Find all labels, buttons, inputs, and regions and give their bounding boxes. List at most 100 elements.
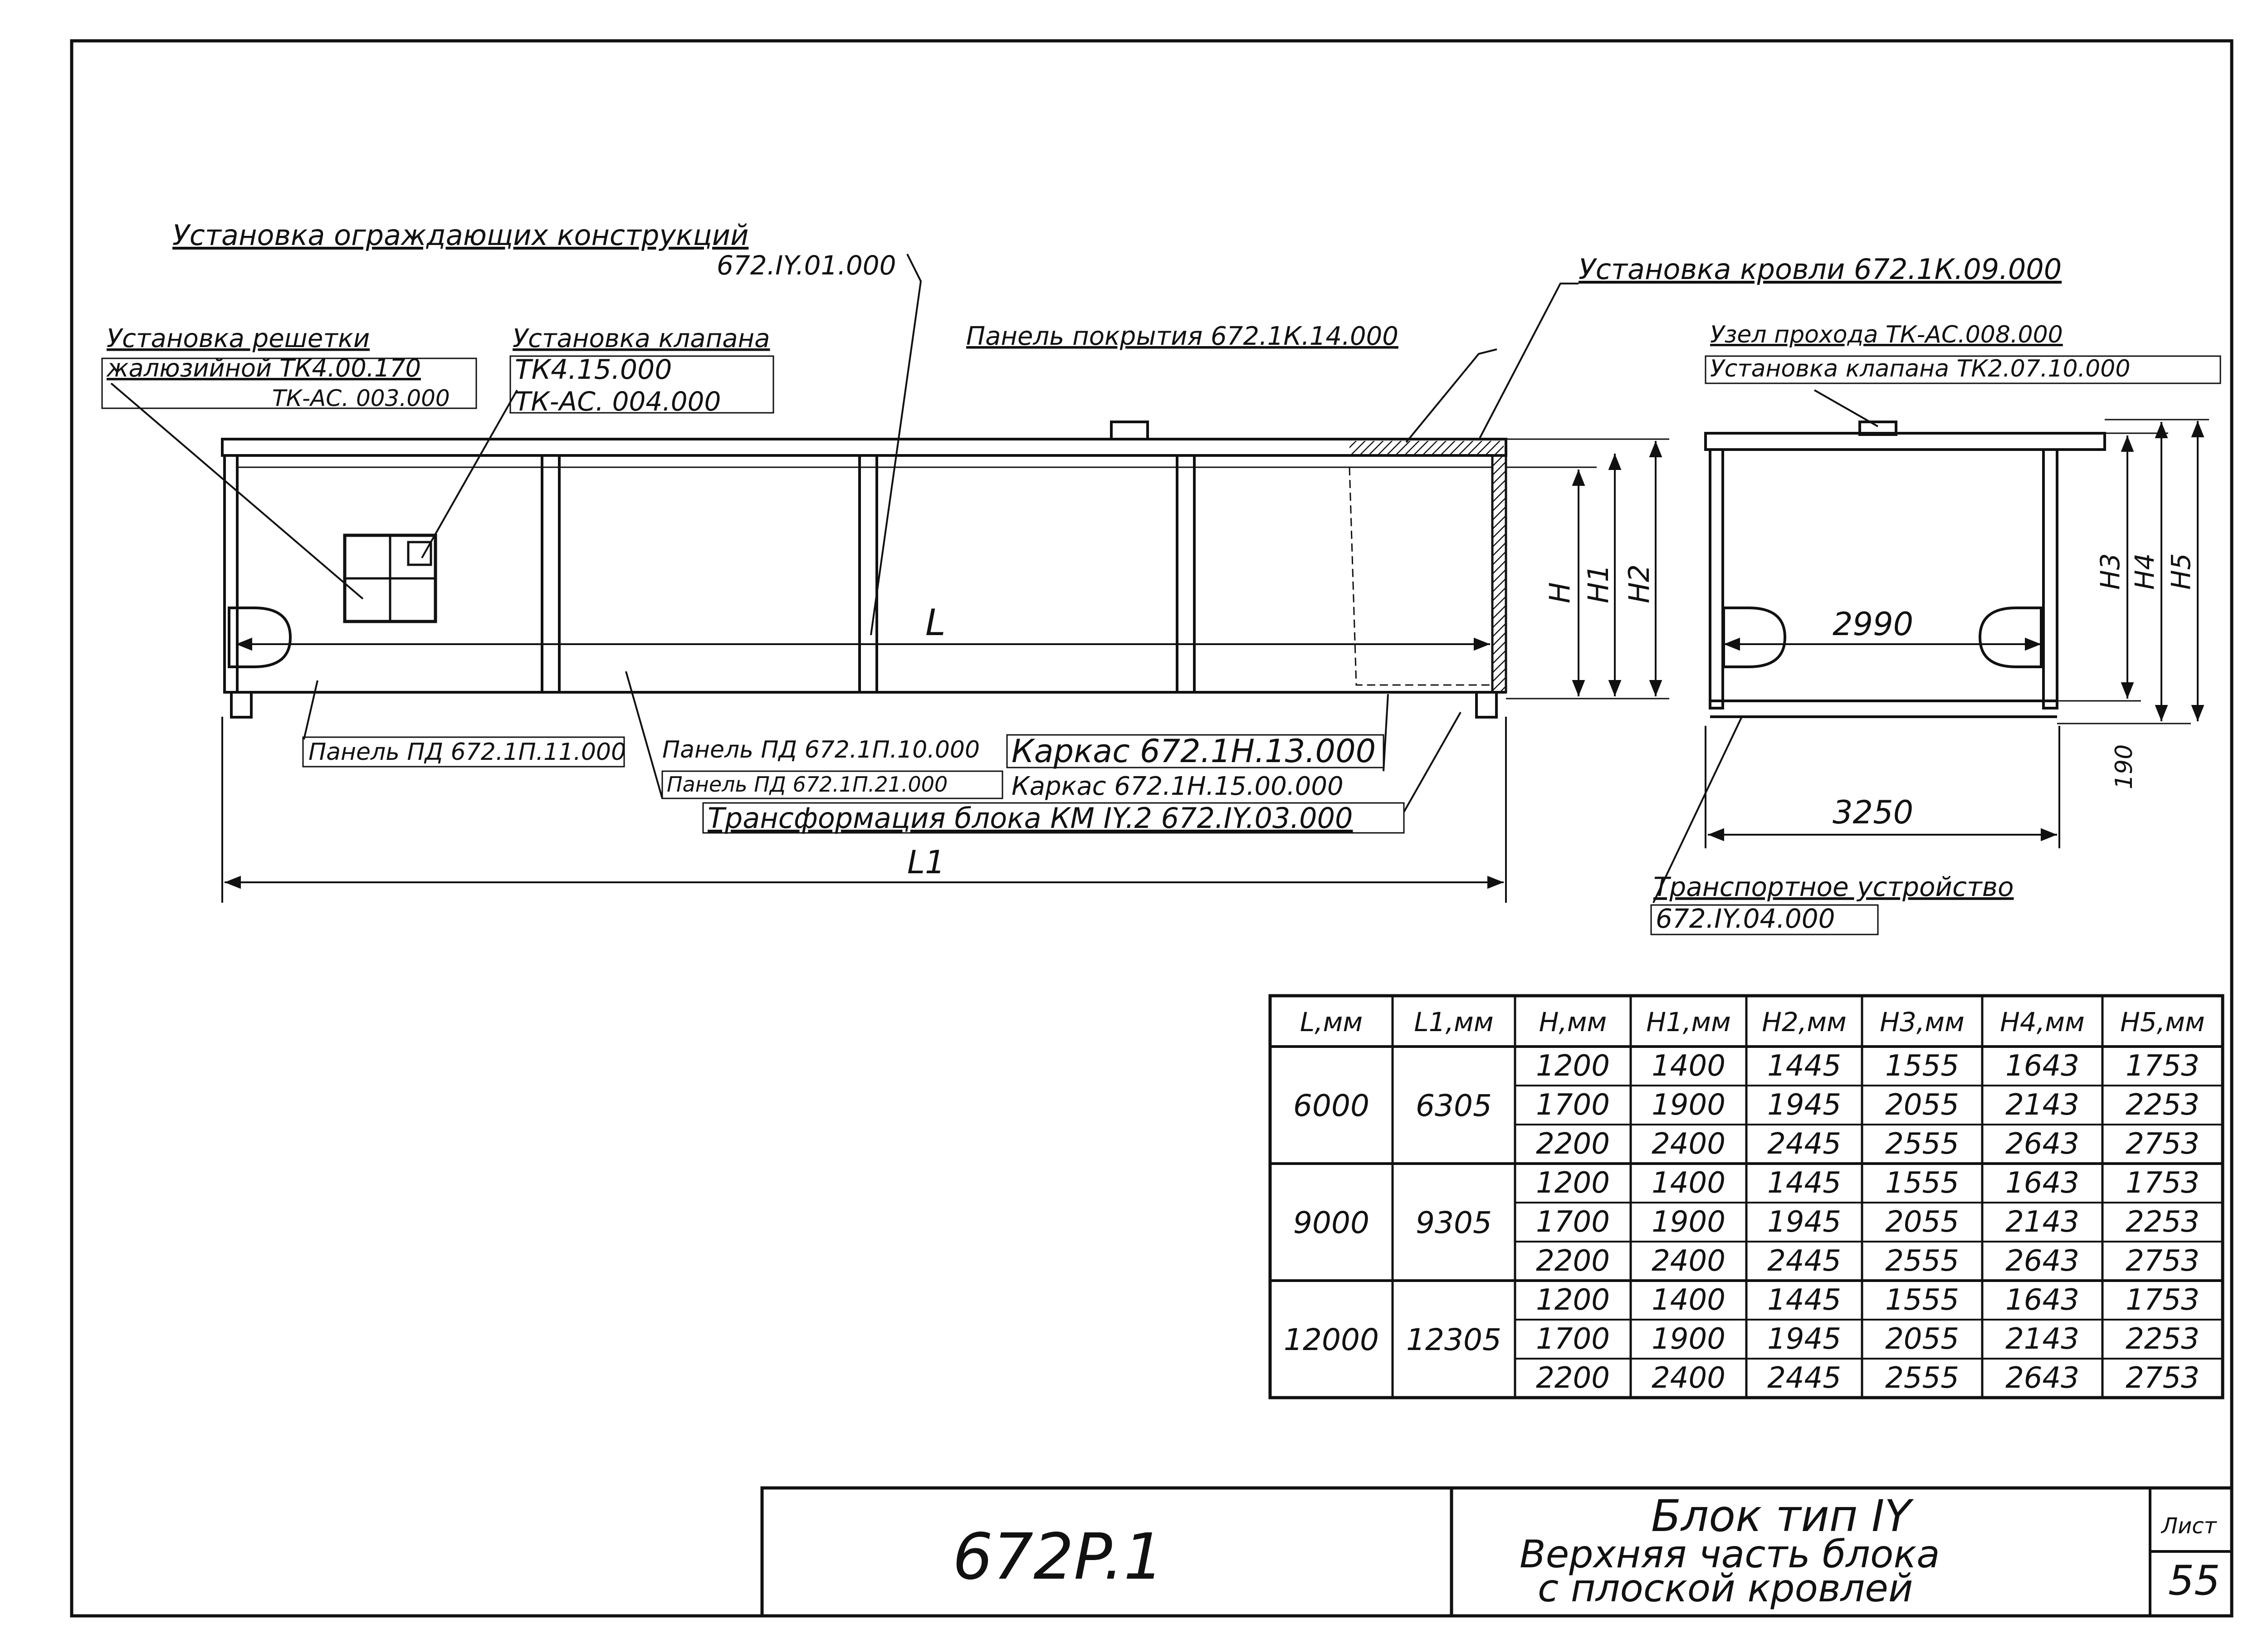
callout-panel-pd1: Панель ПД 672.1П.11.000 xyxy=(308,739,626,766)
title-block: 672P.1 Блок тип IY Верхняя часть блока с… xyxy=(760,1486,2234,1618)
table-cell: 2055 xyxy=(1885,1322,1959,1356)
dim-label-H2: H2 xyxy=(1623,564,1656,603)
table-cell: 2753 xyxy=(2126,1361,2200,1395)
valve-box xyxy=(407,541,432,566)
callout-roof: Установка кровли 672.1К.09.000 xyxy=(1579,253,2062,286)
side-roof-slab xyxy=(1704,432,2106,451)
callout-valve2-frame xyxy=(1705,355,2221,384)
table-cell: 1200 xyxy=(1536,1166,1610,1200)
callout-transform-frame xyxy=(702,802,1405,834)
table-cell: 2400 xyxy=(1652,1361,1725,1395)
table-cell: 1945 xyxy=(1767,1088,1841,1122)
leader-panel-pd1 xyxy=(303,680,318,740)
leader-cover-panel xyxy=(1405,348,1497,443)
table-cell: 1200 xyxy=(1536,1283,1610,1317)
table-cell: 2555 xyxy=(1885,1244,1959,1278)
leader-transport xyxy=(1652,716,1743,903)
callout-panel-pd1-frame xyxy=(302,736,625,768)
table-cell: 1400 xyxy=(1652,1166,1725,1200)
table-cell: 1445 xyxy=(1767,1166,1841,1200)
callout-transport-title: Транспортное устройство xyxy=(1653,871,2014,902)
table-cell-L: 9000 xyxy=(1293,1205,1369,1240)
table-cell: 1555 xyxy=(1885,1283,1959,1317)
table-cell: 2643 xyxy=(2005,1361,2079,1395)
callout-transform: Трансформация блока КМ IY.2 672.IY.03.00… xyxy=(708,802,1353,835)
table-cell: 1643 xyxy=(2005,1283,2079,1317)
leader-valve xyxy=(421,390,518,558)
table-cell-L1: 12305 xyxy=(1406,1322,1501,1357)
table-cell: 1700 xyxy=(1536,1088,1610,1122)
callout-valve-title2: ТК4.15.000 xyxy=(515,354,672,386)
table-cell: 1200 xyxy=(1536,1049,1610,1083)
table-cell: 1700 xyxy=(1536,1205,1610,1239)
side-post-left xyxy=(1709,448,1724,709)
table-cell: 1400 xyxy=(1652,1283,1725,1317)
table-cell: 2643 xyxy=(2005,1244,2079,1278)
callout-frame1-frame xyxy=(1006,734,1384,768)
table-cell: 1900 xyxy=(1652,1322,1725,1356)
table-cell: 2445 xyxy=(1767,1127,1841,1161)
title-line-1: Блок тип IY xyxy=(1651,1491,1914,1541)
end-panel-outline xyxy=(1349,467,1492,686)
post-2 xyxy=(541,454,561,694)
callout-valve-title: Установка клапана xyxy=(513,324,770,353)
dim-label-H4: H4 xyxy=(2129,553,2160,590)
table-cell: 1555 xyxy=(1885,1166,1959,1200)
table-cell: 2643 xyxy=(2005,1127,2079,1161)
foot-left xyxy=(230,691,253,719)
table-header-cell: H3,мм xyxy=(1880,1007,1964,1037)
table-cell: 2253 xyxy=(2126,1088,2200,1122)
table-cell: 1643 xyxy=(2005,1166,2079,1200)
table-header-cell: L,мм xyxy=(1300,1007,1363,1037)
table-cell-L: 12000 xyxy=(1284,1322,1379,1357)
dim-label-H1: H1 xyxy=(1582,564,1615,603)
table-cell: 2055 xyxy=(1885,1088,1959,1122)
lifting-lug-front xyxy=(228,607,292,668)
callout-valve-code: ТК-АС. 004.000 xyxy=(515,386,721,417)
table-cell: 2555 xyxy=(1885,1127,1959,1161)
title-line-2: Верхняя часть блока xyxy=(1520,1532,1940,1576)
callout-panel-pd3-frame xyxy=(661,770,1003,799)
leader-frame xyxy=(1383,694,1389,772)
roof-edge-hatch xyxy=(1349,441,1504,455)
leader-roof xyxy=(1478,283,1579,440)
dim-label-H: H xyxy=(1543,582,1576,603)
callout-panel-pd2: Панель ПД 672.1П.10.000 xyxy=(662,736,980,763)
table-cell: 2753 xyxy=(2126,1244,2200,1278)
lifting-lug-side-right xyxy=(1978,607,2043,668)
designation: 672P.1 xyxy=(953,1520,1164,1594)
table-cell: 1445 xyxy=(1767,1283,1841,1317)
table-cell: 1753 xyxy=(2126,1166,2200,1200)
callout-valve-frame xyxy=(509,355,774,414)
callout-frame2: Каркас 672.1Н.15.00.000 xyxy=(1012,772,1344,801)
callout-transport-code: 672.IY.04.000 xyxy=(1656,903,1835,934)
dim-label-outer-width: 3250 xyxy=(1833,794,1913,831)
roof-slab xyxy=(221,438,1507,457)
table-header-cell: H1,мм xyxy=(1646,1007,1730,1037)
table-cell: 2200 xyxy=(1536,1361,1610,1395)
side-roof-hatch xyxy=(1858,421,1897,436)
post-3 xyxy=(858,454,878,694)
callout-grille-frame xyxy=(101,357,477,409)
table-cell: 1900 xyxy=(1652,1088,1725,1122)
dim-label-L1: L1 xyxy=(907,844,945,881)
sheet-number: 55 xyxy=(2168,1557,2220,1605)
table-cell: 1400 xyxy=(1652,1049,1725,1083)
post-4 xyxy=(1176,454,1196,694)
side-view: 2990 3250 190 H3 H4 H5 xyxy=(1704,419,2209,848)
table-cell: 2143 xyxy=(2005,1322,2079,1356)
table-cell: 2143 xyxy=(2005,1205,2079,1239)
table-cell-L1: 9305 xyxy=(1416,1205,1492,1240)
callout-pass-node: Узел прохода ТК-АС.008.000 xyxy=(1710,321,2063,348)
dim-label-H5: H5 xyxy=(2165,553,2196,590)
side-post-right xyxy=(2042,448,2058,709)
callout-enclosure-code: 672.IY.01.000 xyxy=(717,250,896,281)
table-cell: 2143 xyxy=(2005,1088,2079,1122)
callout-enclosure-title: Установка ограждающих конструкций xyxy=(172,219,748,252)
callout-grille-title: Установка решетки xyxy=(107,324,370,353)
table-cell: 2445 xyxy=(1767,1244,1841,1278)
table-header-cell: H4,мм xyxy=(2000,1007,2084,1037)
end-wall xyxy=(1491,454,1507,694)
